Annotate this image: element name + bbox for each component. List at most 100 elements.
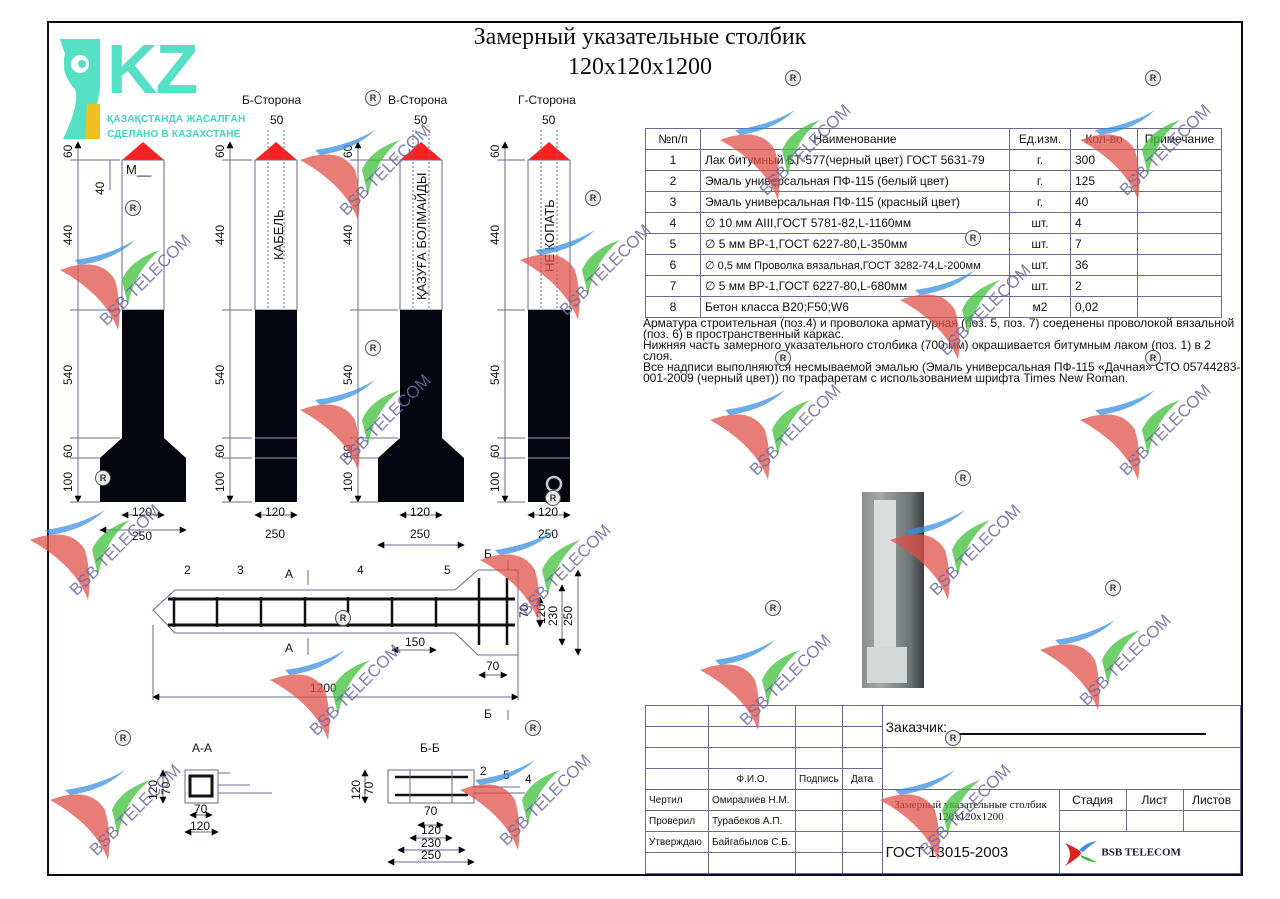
section-bb-title: Б-Б <box>420 741 440 755</box>
row-qty: 36 <box>1070 254 1138 276</box>
bb-dim-230: 230 <box>421 836 441 850</box>
section-b-marker: Б <box>484 707 492 721</box>
row-qty: 40 <box>1070 191 1138 213</box>
note-3: Все надписи выполняются несмываемой эмал… <box>643 360 1241 385</box>
dim-base-width: 250 <box>538 527 558 541</box>
bb-dim-120h: 120 <box>421 823 441 837</box>
drawing-title-line2: 120x120x1200 <box>568 54 712 80</box>
role-approved: Утверждаю <box>645 831 709 853</box>
dim-lower: 540 <box>488 365 502 385</box>
row-note <box>1137 170 1222 192</box>
registered-mark-icon: R <box>335 610 351 626</box>
registered-mark-icon: R <box>525 720 541 736</box>
dim-cap: 60 <box>488 144 502 158</box>
section-b-marker: Б <box>484 547 492 561</box>
fio-header: Ф.И.О. <box>708 768 796 790</box>
row-num: 2 <box>645 170 701 192</box>
customer-field[interactable] <box>950 732 1206 735</box>
dim-cap: 60 <box>213 144 227 158</box>
dim-lower: 540 <box>213 365 227 385</box>
section-a-marker: А <box>285 567 293 581</box>
col-num: №п/п <box>645 128 701 150</box>
callout-5: 5 <box>444 563 451 577</box>
row-num: 7 <box>645 275 701 297</box>
row-num: 8 <box>645 296 701 318</box>
row-note <box>1137 275 1222 297</box>
dim-post-width: 120 <box>538 505 558 519</box>
company-name: BSB TELECOM <box>1101 846 1181 859</box>
name-approved: Байгабылов С.Б. <box>708 831 796 853</box>
row-num: 6 <box>645 254 701 276</box>
name-drawn: Омиралиев Н.М. <box>708 789 796 811</box>
table-header-row: №п/п Наименование Ед.изм. Кол-во Примеча… <box>645 128 1222 150</box>
section-aa <box>159 769 272 836</box>
row-name: ∅ 5 мм ВР-1,ГОСТ 6227-80,L-350мм <box>700 233 1010 255</box>
aa-dim-70: 70 <box>159 781 173 795</box>
row-note <box>1137 149 1222 171</box>
aa-dim-70h: 70 <box>194 802 208 816</box>
row-note <box>1137 233 1222 255</box>
section-a-marker: А <box>285 641 293 655</box>
dim-neck: 60 <box>213 444 227 458</box>
dim-lower: 540 <box>341 365 355 385</box>
row-unit: г. <box>1009 191 1071 213</box>
bb-dim-70: 70 <box>362 781 376 795</box>
registered-mark-icon: R <box>1145 350 1161 366</box>
dim-base: 100 <box>61 472 75 492</box>
dim-neck: 60 <box>488 444 502 458</box>
specification-table: №п/п Наименование Ед.изм. Кол-во Примеча… <box>645 128 1222 318</box>
row-name: Эмаль универсальная ПФ-115 (белый цвет) <box>700 170 1010 192</box>
date-header: Дата <box>841 768 883 790</box>
role-checked: Проверил <box>645 810 709 832</box>
row-qty: 300 <box>1070 149 1138 171</box>
registered-mark-icon: R <box>785 70 801 86</box>
dim-base-width: 250 <box>132 529 152 543</box>
dim-lower: 540 <box>61 365 75 385</box>
row-qty: 125 <box>1070 170 1138 192</box>
row-name: Эмаль универсальная ПФ-115 (красный цвет… <box>700 191 1010 213</box>
aa-dim-120: 120 <box>146 780 160 800</box>
logo-line2: СДЕЛАНО В КАЗАХСТАНЕ <box>107 129 241 140</box>
stage-header: Стадия <box>1058 789 1127 811</box>
dim-plan-250: 250 <box>561 606 575 626</box>
row-qty: 7 <box>1070 233 1138 255</box>
logo-mark: KZ <box>107 30 198 108</box>
row-unit: шт. <box>1009 275 1071 297</box>
side-g-label: Г-Сторона <box>518 93 576 107</box>
dim-base-width: 250 <box>265 527 285 541</box>
kz-logo: KZ ҚАЗАҚСТАНДА ЖАСАЛҒАН СДЕЛАНО В КАЗАХС… <box>55 30 245 144</box>
section-bb <box>361 769 525 866</box>
post-side-g <box>497 130 571 519</box>
row-num: 5 <box>645 233 701 255</box>
post-photo <box>862 492 924 688</box>
dim-plan-70: 70 <box>517 604 531 618</box>
col-qty: Кол-во <box>1070 128 1138 150</box>
row-num: 1 <box>645 149 701 171</box>
inscription-ne-kopat: НЕ КОПАТЬ <box>542 199 557 272</box>
registered-mark-icon: R <box>365 90 381 106</box>
post-side-b <box>222 130 298 519</box>
dim-post-width: 120 <box>265 505 285 519</box>
ornament-icon <box>60 39 100 139</box>
bb-callout-2: 2 <box>480 764 487 778</box>
table-row: 6∅ 0,5 мм Проволка вязальная,ГОСТ 3282-7… <box>645 254 1222 276</box>
registered-mark-icon: R <box>765 600 781 616</box>
row-num: 4 <box>645 212 701 234</box>
row-note <box>1137 212 1222 234</box>
bsb-logo-icon <box>1064 840 1097 866</box>
dim-neck: 60 <box>341 444 355 458</box>
bb-dim-250: 250 <box>421 848 441 862</box>
dim-top-width: 50 <box>542 113 556 127</box>
dim-end-spacing: 70 <box>486 659 500 673</box>
dim-plan-230: 230 <box>546 606 560 626</box>
dim-base: 100 <box>213 472 227 492</box>
section-aa-title: А-А <box>192 741 212 755</box>
dim-post-width: 120 <box>132 505 152 519</box>
col-unit: Ед.изм. <box>1009 128 1071 150</box>
